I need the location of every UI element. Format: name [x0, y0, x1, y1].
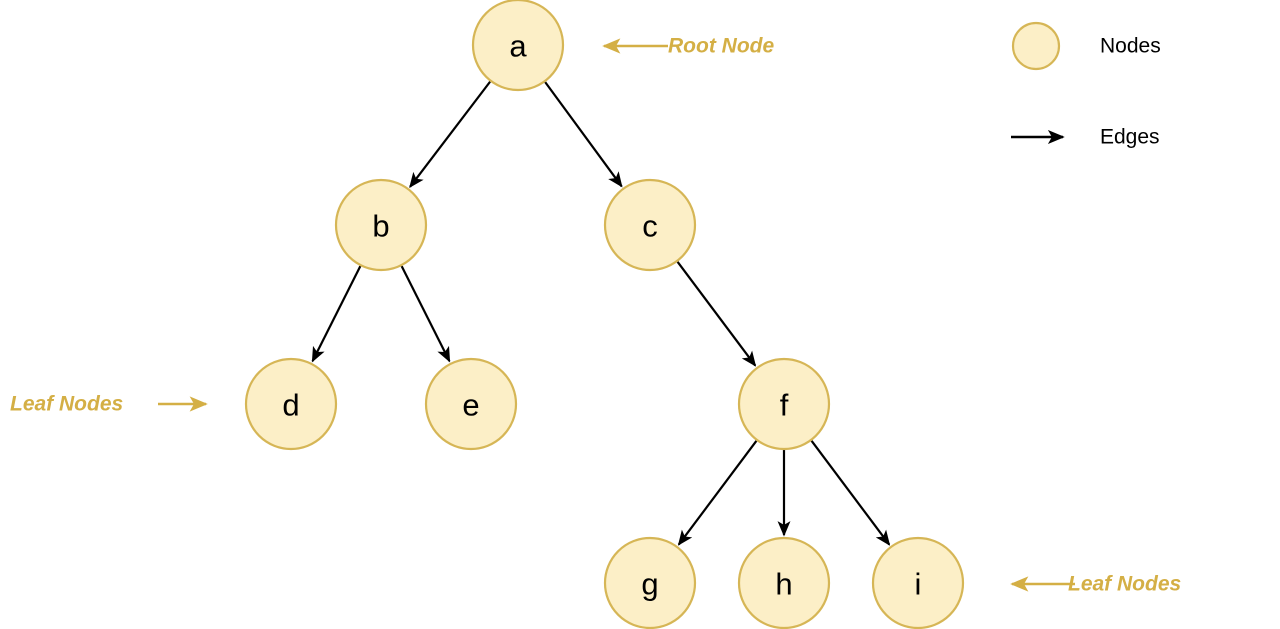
tree-node-g[interactable]: g [603, 536, 697, 629]
node-label-e: e [462, 388, 479, 423]
edge-b-e [400, 265, 451, 363]
tree-node-h[interactable]: h [737, 536, 831, 629]
node-circle-b [334, 178, 428, 272]
node-circle-f [737, 357, 831, 451]
node-circle-i [871, 536, 965, 629]
tree-node-a[interactable]: a [471, 0, 565, 92]
edge-a-b [409, 80, 492, 189]
edge-a-c [544, 81, 623, 188]
node-circle-d [244, 357, 338, 451]
legend-node-circle-icon [1011, 21, 1061, 71]
node-circle-h [737, 536, 831, 629]
tree-node-c[interactable]: c [603, 178, 697, 272]
legend-item-nodes: Nodes [1011, 21, 1161, 71]
legend-item-edges: Edges [1011, 126, 1160, 149]
node-label-a: a [509, 29, 527, 64]
node-label-f: f [780, 388, 789, 423]
tree-node-d[interactable]: d [244, 357, 338, 451]
tree-node-e[interactable]: e [424, 357, 518, 451]
node-circle-g [603, 536, 697, 629]
annotation-label-root-node: Root Node [668, 35, 774, 58]
node-label-h: h [775, 567, 792, 602]
tree-node-b[interactable]: b [334, 178, 428, 272]
node-label-c: c [642, 209, 658, 244]
annotation-label-leaf-nodes-right: Leaf Nodes [1068, 573, 1181, 596]
annotation-leaf-nodes-left: Leaf Nodes [10, 393, 208, 416]
node-label-d: d [282, 388, 299, 423]
edge-c-f [676, 261, 757, 367]
tree-node-f[interactable]: f [737, 357, 831, 451]
annotation-root-node: Root Node [602, 35, 774, 58]
edge-b-d [311, 265, 362, 363]
legend-label-nodes: Nodes [1100, 35, 1161, 58]
node-circle-a [471, 0, 565, 92]
node-label-g: g [641, 567, 658, 602]
annotation-leaf-nodes-right: Leaf Nodes [1010, 573, 1181, 596]
edge-f-i [810, 440, 891, 546]
annotation-label-leaf-nodes-left: Leaf Nodes [10, 393, 123, 416]
node-circle-c [603, 178, 697, 272]
node-label-b: b [372, 209, 389, 244]
edges-layer [311, 80, 891, 546]
nodes-layer: a b c d e f g h i [244, 0, 965, 629]
legend-label-edges: Edges [1100, 126, 1160, 149]
node-label-i: i [915, 567, 922, 602]
node-circle-e [424, 357, 518, 451]
tree-node-i[interactable]: i [871, 536, 965, 629]
edge-f-g [677, 440, 758, 546]
